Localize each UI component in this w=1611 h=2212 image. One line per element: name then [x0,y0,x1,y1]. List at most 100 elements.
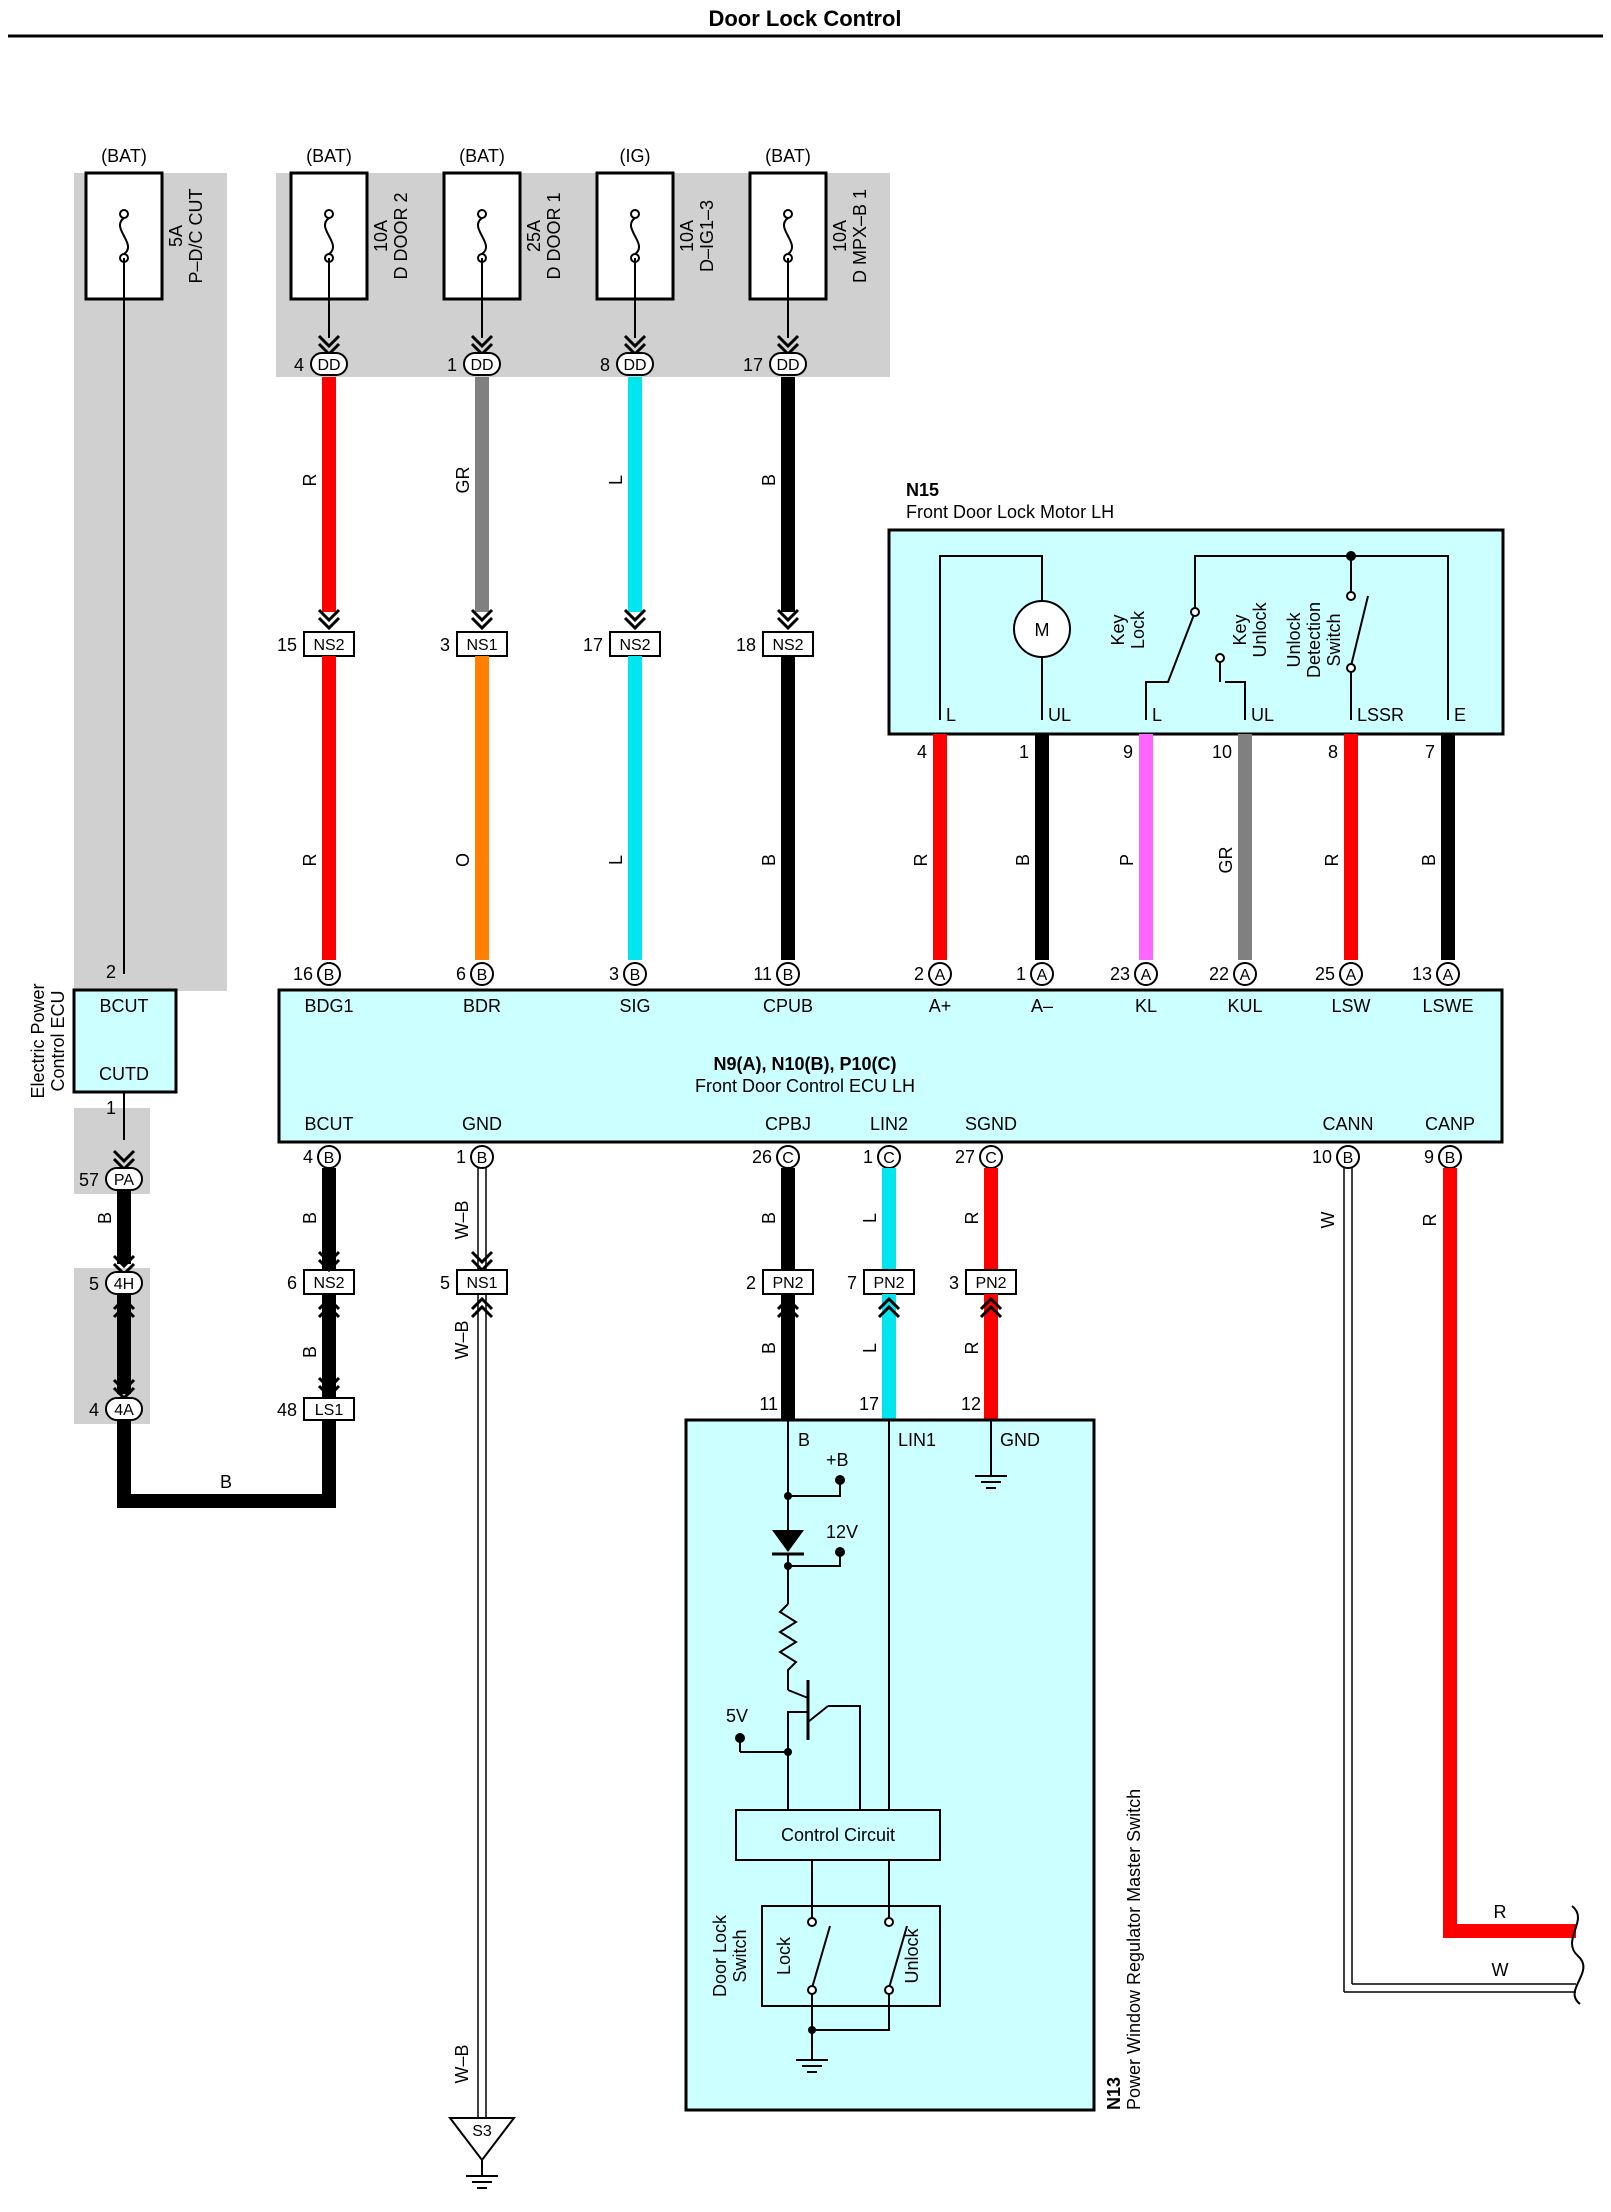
svg-text:17: 17 [859,1394,879,1414]
svg-text:3: 3 [440,635,450,655]
svg-text:6: 6 [287,1273,297,1293]
svg-text:11: 11 [759,1394,778,1414]
svg-text:C: C [985,1150,997,1167]
svg-text:Front Door Lock Motor LH: Front Door Lock Motor LH [906,502,1114,522]
svg-text:(IG): (IG) [620,146,651,166]
ns-connectors: NS2 NS1 NS2 NS2 15 3 17 18 [277,608,814,657]
gnd-wire-path: W–B NS1 5 W–B W–B S3 [440,1168,517,2189]
svg-text:KL: KL [1135,996,1157,1016]
svg-text:BDG1: BDG1 [304,996,353,1016]
svg-text:1: 1 [863,1147,873,1167]
svg-text:(BAT): (BAT) [101,146,147,166]
svg-text:4: 4 [917,742,927,762]
svg-text:4H: 4H [114,1276,134,1293]
svg-text:B: B [759,474,779,486]
svg-text:A: A [935,967,946,984]
dd-connectors: DD DD DD DD 4 1 8 17 [294,334,807,376]
svg-text:NS1: NS1 [466,637,497,654]
svg-text:GR: GR [1216,846,1236,873]
svg-text:B: B [1343,1150,1354,1167]
svg-text:10: 10 [1212,742,1232,762]
svg-text:9: 9 [1424,1147,1434,1167]
svg-text:W–B: W–B [452,2044,472,2083]
svg-text:C: C [883,1150,895,1167]
svg-text:26: 26 [752,1147,772,1167]
svg-text:B: B [324,967,335,984]
svg-text:SIG: SIG [619,996,650,1016]
svg-text:1: 1 [456,1147,466,1167]
svg-text:KeyLock: KeyLock [1108,610,1148,649]
svg-text:BCUT: BCUT [100,996,149,1016]
motor-ecu-wires: 4 1 9 10 8 7 R B P GR R B [911,734,1455,960]
svg-text:PN2: PN2 [873,1275,904,1292]
svg-text:W: W [1318,1212,1338,1229]
svg-text:5V: 5V [726,1706,748,1726]
svg-text:P: P [1117,854,1137,866]
ecu-switch-wires: B L R PN2 PN2 PN2 2 7 3 B L R 11 17 12 [746,1168,1017,1420]
svg-text:C: C [782,1150,794,1167]
svg-text:18: 18 [736,635,756,655]
svg-text:8: 8 [1328,742,1338,762]
svg-text:GND: GND [1000,1430,1040,1450]
svg-text:B: B [759,1212,779,1224]
svg-text:4: 4 [303,1147,313,1167]
svg-text:W–B: W–B [452,1320,472,1359]
svg-text:S3: S3 [472,2123,492,2140]
bcut-wire-path: PA 57 B 4H 5 4A 4 B LS1 48 B NS2 6 B [79,1092,355,1508]
svg-text:A: A [1443,967,1454,984]
svg-text:N13: N13 [1104,2077,1124,2110]
svg-text:UnlockDetectionSwitch: UnlockDetectionSwitch [1284,602,1344,678]
svg-text:A: A [1141,967,1152,984]
svg-text:LIN1: LIN1 [898,1430,936,1450]
svg-text:12: 12 [961,1394,981,1414]
svg-text:25AD DOOR 1: 25AD DOOR 1 [524,192,564,279]
fuse-leads [123,258,789,974]
svg-text:N15: N15 [906,480,939,500]
svg-text:O: O [453,853,473,867]
svg-text:17: 17 [743,355,763,375]
svg-text:CUTD: CUTD [99,1064,149,1084]
svg-text:LSWE: LSWE [1422,996,1473,1016]
svg-text:(BAT): (BAT) [306,146,352,166]
svg-text:NS1: NS1 [466,1275,497,1292]
svg-text:17: 17 [583,635,603,655]
svg-text:DD: DD [776,357,799,374]
svg-text:5AP–D/C CUT: 5AP–D/C CUT [166,188,206,283]
svg-text:LS1: LS1 [315,1402,344,1419]
svg-text:(BAT): (BAT) [459,146,505,166]
fuse-d-door2: (BAT) 10AD DOOR 2 [289,146,411,301]
svg-text:Lock: Lock [774,1936,794,1975]
svg-text:5: 5 [440,1273,450,1293]
svg-text:R: R [300,474,320,487]
svg-text:NS2: NS2 [313,637,344,654]
svg-text:10AD DOOR 2: 10AD DOOR 2 [371,192,411,279]
svg-text:+B: +B [826,1450,849,1470]
svg-text:BCUT: BCUT [305,1114,354,1134]
fuse-pdc-rating: 5A [166,225,186,247]
svg-text:R: R [300,854,320,867]
svg-text:27: 27 [955,1147,975,1167]
svg-text:W: W [1492,1960,1509,1980]
svg-text:Electric PowerControl ECU: Electric PowerControl ECU [28,983,68,1098]
svg-text:LIN2: LIN2 [870,1114,908,1134]
svg-text:Power Window Regulator Master: Power Window Regulator Master Switch [1124,1789,1144,2110]
ecu-top-terminals: B B B B A A A A A A 16 6 3 11 2 1 23 22 … [293,962,1474,1016]
svg-text:B: B [798,1430,810,1450]
svg-text:N9(A), N10(B), P10(C): N9(A), N10(B), P10(C) [713,1054,896,1074]
svg-text:A: A [1346,967,1357,984]
svg-text:12V: 12V [826,1522,858,1542]
svg-text:23: 23 [1110,964,1130,984]
ecu-bottom-terminals: BCUT GND CPBJ LIN2 SGND CANN CANP B B C … [303,1114,1475,1169]
svg-text:A+: A+ [929,996,952,1016]
svg-text:L: L [606,475,626,485]
svg-text:1: 1 [447,355,457,375]
svg-text:PN2: PN2 [975,1275,1006,1292]
svg-text:CPBJ: CPBJ [765,1114,811,1134]
power-window-master-switch: B LIN1 GND +B 12V 5V [684,1418,1144,2112]
svg-text:B: B [759,1342,779,1354]
svg-text:4: 4 [294,355,304,375]
svg-text:B: B [324,1150,335,1167]
svg-text:B: B [300,1212,320,1224]
svg-text:CANP: CANP [1425,1114,1475,1134]
svg-text:B: B [477,967,488,984]
